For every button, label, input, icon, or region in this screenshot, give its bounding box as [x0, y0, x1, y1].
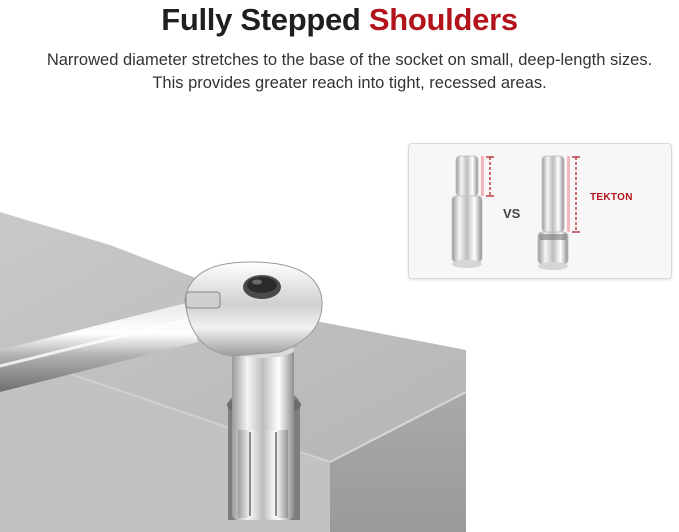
tekton-socket: [537, 155, 569, 270]
tekton-measurement-marker: [567, 156, 580, 233]
title-main: Fully Stepped: [161, 2, 361, 37]
competitor-socket: [451, 155, 483, 268]
ratchet-head: [184, 261, 323, 357]
competitor-measurement-marker: [481, 156, 494, 197]
comparison-inset: VS TEKTON: [408, 143, 672, 279]
title-accent: Shoulders: [368, 2, 518, 37]
vs-label: VS: [503, 206, 521, 221]
comparison-graphic: [451, 155, 580, 270]
brand-logo: TEKTON: [590, 192, 633, 203]
workbench-edge: [330, 392, 466, 532]
page-subtitle: Narrowed diameter stretches to the base …: [46, 51, 653, 92]
ratchet-switch: [185, 291, 221, 309]
ratchet-handle: [0, 302, 198, 392]
page-title: Fully Stepped Shoulders: [0, 2, 679, 38]
